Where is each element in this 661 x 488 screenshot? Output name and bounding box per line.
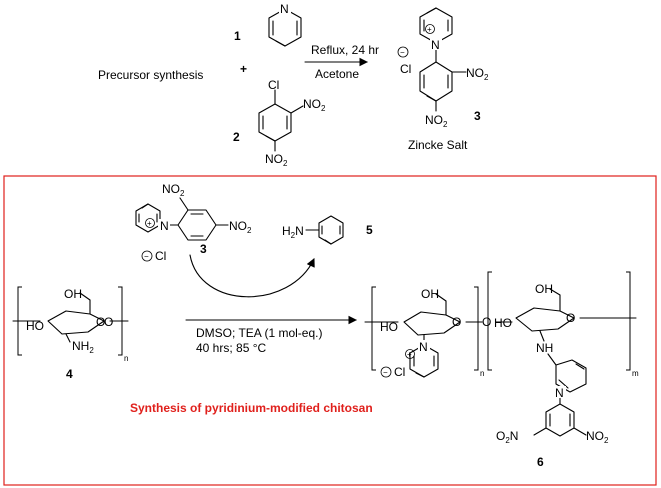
product-number: 6 xyxy=(537,455,544,469)
product-oh-2: OH xyxy=(535,282,553,296)
negative-charge-icon xyxy=(397,46,409,58)
reagent-negative-charge-icon xyxy=(141,250,153,262)
product-nh: NH xyxy=(536,341,553,355)
product-ring-o-1: O xyxy=(452,315,461,329)
chitosan-glycosidic-o: O xyxy=(104,315,113,329)
conditions-line-2: 40 hrs; 85 °C xyxy=(196,341,267,355)
aniline-amine-label: H2N xyxy=(282,224,304,240)
reagent-nitro-a: NO2 xyxy=(162,182,185,198)
product-m-subscript: m xyxy=(632,369,639,378)
chitosan-n-subscript: n xyxy=(124,354,128,363)
pyridine-n-label: N xyxy=(280,2,289,16)
product-ho-2: HO xyxy=(494,316,512,330)
negative-charge-sign: − xyxy=(400,48,405,57)
product-negative-charge-icon xyxy=(380,366,392,378)
zincke-salt-label: Zincke Salt xyxy=(408,138,468,152)
pyridine-structure: N xyxy=(268,2,302,47)
aniline-number: 5 xyxy=(366,223,373,237)
product-negative-sign: − xyxy=(383,368,388,377)
product-nitro-b: O2N xyxy=(496,429,518,445)
reagent-positive-charge-icon xyxy=(145,218,155,228)
chitosan-nh2: NH2 xyxy=(72,339,94,355)
chitosan-ho: HO xyxy=(26,319,44,333)
compound-1-number: 1 xyxy=(234,29,241,43)
chitosan-ring-o: O xyxy=(96,315,105,329)
product-link-o: O xyxy=(482,315,491,329)
synthesis-caption: Synthesis of pyridinium-modified chitosa… xyxy=(130,401,373,415)
curved-arrow xyxy=(189,254,315,298)
nitro-label-2a: NO2 xyxy=(303,97,326,113)
reagent-positive-sign: + xyxy=(147,219,152,228)
zincke-nitro-b: NO2 xyxy=(425,113,448,129)
reagent-number: 3 xyxy=(200,242,207,256)
zincke-salt-structure xyxy=(419,7,467,112)
product-chloride: Cl xyxy=(394,365,405,379)
conditions-bottom: Acetone xyxy=(315,67,359,81)
product-nitro-a: NO2 xyxy=(586,429,609,445)
reagent-nitro-b: NO2 xyxy=(229,219,252,235)
product-structure xyxy=(364,271,637,437)
zincke-n-label: N xyxy=(431,38,440,52)
conditions-line-1: DMSO; TEA (1 mol-eq.) xyxy=(196,326,322,340)
product-n-subscript: n xyxy=(480,369,484,378)
compound-3-number: 3 xyxy=(474,109,481,123)
reagent-n-label: N xyxy=(160,219,169,233)
positive-charge-sign: + xyxy=(427,25,432,34)
conditions-top: Reflux, 24 hr xyxy=(311,43,379,57)
chitosan-number: 4 xyxy=(66,367,73,381)
chloro-label: Cl xyxy=(268,78,279,92)
chitosan-oh: OH xyxy=(64,287,82,301)
zincke-nitro-a: NO2 xyxy=(466,66,489,82)
chitosan-structure xyxy=(12,286,129,356)
nitro-label-2b: NO2 xyxy=(265,152,288,168)
plus-sign: + xyxy=(240,62,247,76)
compound-2-number: 2 xyxy=(233,130,240,144)
zincke-chloride-label: Cl xyxy=(400,62,411,76)
product-dihydropyridine-n: N xyxy=(555,386,564,400)
positive-charge-icon xyxy=(425,24,435,34)
product-positive-sign: + xyxy=(407,350,412,359)
product-positive-charge-icon xyxy=(405,349,415,359)
reagent-chloride-label: Cl xyxy=(155,249,166,263)
precursor-label: Precursor synthesis xyxy=(98,68,203,82)
chlorodinitrobenzene-structure xyxy=(258,89,304,152)
product-ring-o-2: O xyxy=(566,311,575,325)
product-pyridinium-n: N xyxy=(419,340,428,354)
synthesis-frame xyxy=(3,175,657,486)
product-oh-1: OH xyxy=(421,287,439,301)
aniline-structure xyxy=(305,215,344,245)
product-ho-1: HO xyxy=(380,320,398,334)
reagent-negative-sign: − xyxy=(144,252,149,261)
